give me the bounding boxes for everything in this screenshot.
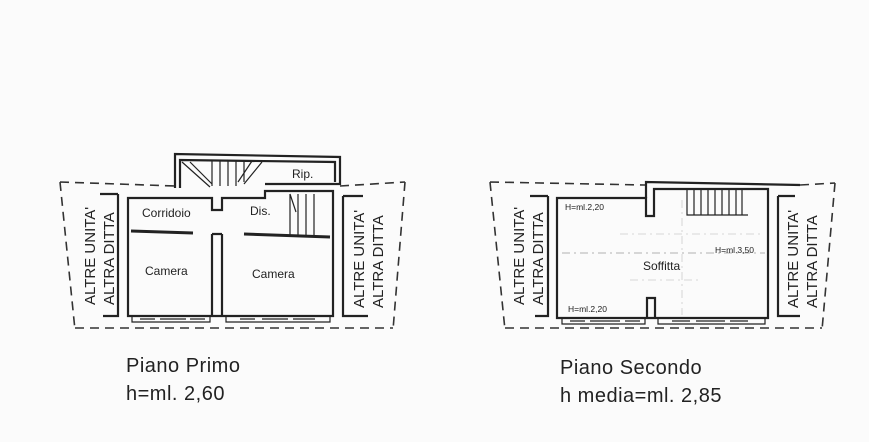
wall-dis <box>243 232 331 239</box>
stair-lines <box>181 160 263 188</box>
wall-center <box>210 232 224 316</box>
height-label: H=ml.2,20 <box>568 304 607 314</box>
windows <box>131 316 331 323</box>
neighbor-label: ALTRE UNITA' <box>82 207 99 305</box>
neighbor-label: ALTRE UNITA' <box>511 207 528 305</box>
neighbor-label: ALTRA DITTA <box>804 215 821 308</box>
plan-piano-primo: Corridoio Dis. Rip. Camera Camera ALTRE … <box>59 152 406 405</box>
house-walls <box>126 189 335 318</box>
room-label: Camera <box>145 264 188 278</box>
neighbor-box-left <box>100 192 120 318</box>
plan-title: Piano Primo <box>126 355 240 377</box>
property-boundary <box>489 181 836 331</box>
neighbor-label: ALTRA DITTA <box>530 212 547 305</box>
stair-bump <box>644 180 801 198</box>
neighbor-box-left <box>530 194 550 318</box>
wall-stub <box>645 296 657 318</box>
roof-lines <box>620 200 760 315</box>
stair-lines-2 <box>289 193 315 236</box>
neighbor-box-right <box>776 194 800 318</box>
plan-height: h media=ml. 2,85 <box>560 385 722 407</box>
neighbor-label: ALTRA DITTA <box>370 215 387 308</box>
property-boundary <box>59 181 406 331</box>
room-label: Dis. <box>250 204 271 218</box>
room-label: Camera <box>252 267 295 281</box>
neighbor-box-right <box>341 194 368 318</box>
plan-height: h=ml. 2,60 <box>126 383 225 405</box>
neighbor-label: ALTRA DITTA <box>101 212 118 305</box>
windows <box>561 318 766 325</box>
room-label: Soffitta <box>643 259 680 273</box>
wall-corridoio <box>130 229 194 235</box>
stair-bump <box>173 152 342 188</box>
plan-title: Piano Secondo <box>560 357 702 379</box>
room-label: Rip. <box>292 167 313 181</box>
height-label: H=ml.3,50 <box>715 245 754 255</box>
stair-lines <box>686 190 748 216</box>
room-label: Corridoio <box>142 206 191 220</box>
house-walls <box>555 187 770 320</box>
plan-piano-secondo: H=ml.2,20 H=ml.3,50 H=ml.2,20 Soffitta A… <box>489 180 836 407</box>
neighbor-label: ALTRE UNITA' <box>785 210 802 308</box>
height-label: H=ml.2,20 <box>565 202 604 212</box>
neighbor-label: ALTRE UNITA' <box>351 210 368 308</box>
